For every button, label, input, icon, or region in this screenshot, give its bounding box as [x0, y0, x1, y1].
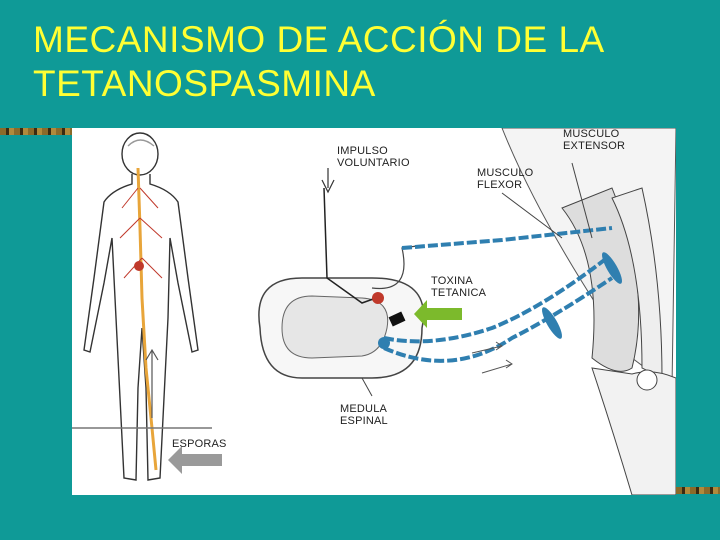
decorative-rule-right [676, 487, 720, 494]
label-medula-espinal: MEDULA ESPINAL [340, 403, 388, 427]
spinal-cord-section [258, 245, 425, 379]
decorative-rule-left [0, 128, 72, 135]
toxin-arrow [414, 300, 462, 328]
label-musculo-flexor: MUSCULO FLEXOR [477, 167, 534, 191]
toxin-block [388, 311, 406, 327]
leg-muscles [501, 128, 676, 495]
diagram-illustration [72, 128, 676, 495]
nerve-fibers [383, 226, 614, 363]
human-body-figure [83, 132, 199, 481]
label-musculo-extensor: MUSCULO EXTENSOR [563, 128, 626, 152]
label-impulso-voluntario: IMPULSO VOLUNTARIO [337, 145, 410, 169]
label-esporas: ESPORAS [172, 438, 227, 450]
slide-title: MECANISMO DE ACCIÓN DE LA TETANOSPASMINA [33, 18, 605, 106]
motor-neuron [372, 292, 384, 304]
tetanospasmin-diagram: IMPULSO VOLUNTARIO MUSCULO EXTENSOR MUSC… [72, 128, 676, 495]
label-toxina-tetanica: TOXINA TETANICA [431, 275, 487, 299]
esporas-arrow [168, 446, 222, 474]
slide-title-line-1: MECANISMO DE ACCIÓN DE LA [33, 19, 605, 60]
slide-title-line-2: TETANOSPASMINA [33, 63, 376, 104]
